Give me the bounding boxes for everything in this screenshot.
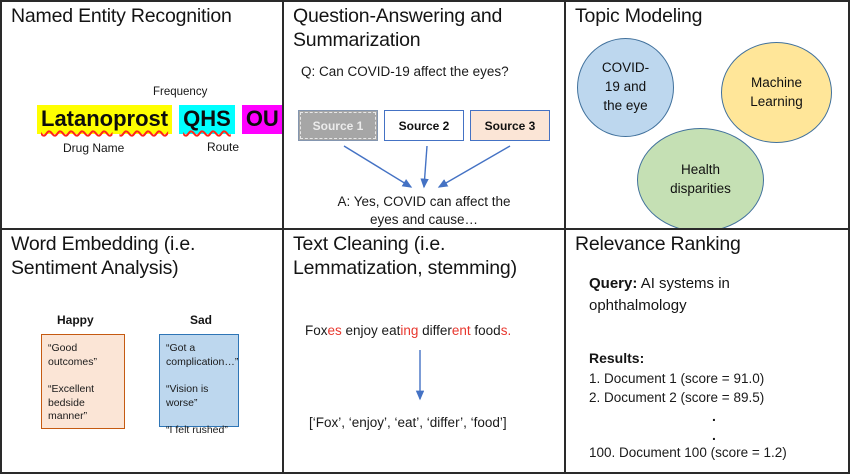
sentence-segment: s. xyxy=(500,323,512,338)
ellipsis-dot: . xyxy=(712,427,716,443)
panel-title: Text Cleaning (i.e. Lemmatization, stemm… xyxy=(293,233,517,279)
happy-quotes-box: “Good outcomes” “Excellent bedside manne… xyxy=(41,334,125,429)
frequency-label: Frequency xyxy=(153,86,208,98)
result-line-1: 1. Document 1 (score = 91.0) xyxy=(589,371,765,386)
question-text: Q: Can COVID-19 affect the eyes? xyxy=(301,64,509,79)
query-text: Query: AI systems in ophthalmology xyxy=(589,273,774,317)
panel-relevance-ranking: Relevance Ranking Query: AI systems in o… xyxy=(566,230,848,472)
query-value: AI systems in ophthalmology xyxy=(589,275,730,314)
sentence-segment: ing xyxy=(400,323,419,338)
panel-named-entity-recognition: Named Entity Recognition Frequency Latan… xyxy=(2,2,284,230)
drug-name-label: Drug Name xyxy=(63,141,125,155)
panel-word-embedding: Word Embedding (i.e. Sentiment Analysis)… xyxy=(2,230,284,472)
route-label: Route xyxy=(207,140,240,154)
sad-label: Sad xyxy=(190,313,213,327)
sentence-segment: Fox xyxy=(305,323,328,338)
route-entity-highlight: OU xyxy=(241,105,282,134)
topic-circle-health-disparities: Health disparities xyxy=(637,128,764,228)
sentence-segment: enjoy eat xyxy=(341,323,401,338)
sentence-segment: es xyxy=(327,323,342,338)
panel-title: Question-Answering and Summarization xyxy=(293,5,503,51)
source-1-box: Source 1 xyxy=(298,110,378,141)
tokenized-sentence: Foxes enjoy eating different foods. xyxy=(305,323,511,338)
sentence-segment: ent xyxy=(451,323,471,338)
sad-quotes-box: “Got a complication…” “Vision is worse” … xyxy=(159,334,239,436)
frequency-entity-highlight: QHS xyxy=(179,105,235,134)
panel-text-cleaning: Text Cleaning (i.e. Lemmatization, stemm… xyxy=(284,230,566,472)
panel-title: Relevance Ranking xyxy=(575,233,741,255)
down-arrow-icon xyxy=(415,350,425,401)
result-line-last: 100. Document 100 (score = 1.2) xyxy=(589,445,787,460)
happy-label: Happy xyxy=(57,313,94,327)
sentence-segment: food xyxy=(470,323,501,338)
topic-circle-machine-learning: Machine Learning xyxy=(721,42,832,143)
converging-arrows-icon xyxy=(343,145,511,189)
ellipsis-dot: . xyxy=(712,408,716,424)
sentence-segment: differ xyxy=(418,323,452,338)
source-3-box: Source 3 xyxy=(470,110,550,141)
query-label: Query: xyxy=(589,275,638,292)
result-line-2: 2. Document 2 (score = 89.5) xyxy=(589,390,765,405)
ner-entity-row: Latanoprost QHS OU xyxy=(37,105,282,134)
panel-topic-modeling: Topic Modeling COVID- 19 and the eye Mac… xyxy=(566,2,848,230)
lemmatized-token-list: [‘Fox’, ‘enjoy’, ‘eat’, ‘differ’, ‘food’… xyxy=(309,415,507,430)
panel-question-answering: Question-Answering and Summarization Q: … xyxy=(284,2,566,230)
source-boxes: Source 1 Source 2 Source 3 xyxy=(298,110,552,141)
source-2-box: Source 2 xyxy=(384,110,464,141)
panel-title: Topic Modeling xyxy=(575,5,703,27)
results-label: Results: xyxy=(589,350,645,366)
drug-entity-highlight: Latanoprost xyxy=(37,105,173,134)
panel-title: Word Embedding (i.e. Sentiment Analysis) xyxy=(11,233,196,279)
answer-text: A: Yes, COVID can affect the eyes and ca… xyxy=(337,194,511,228)
topic-circle-covid-and-the-eye: COVID- 19 and the eye xyxy=(577,38,674,137)
panel-title: Named Entity Recognition xyxy=(11,5,232,27)
